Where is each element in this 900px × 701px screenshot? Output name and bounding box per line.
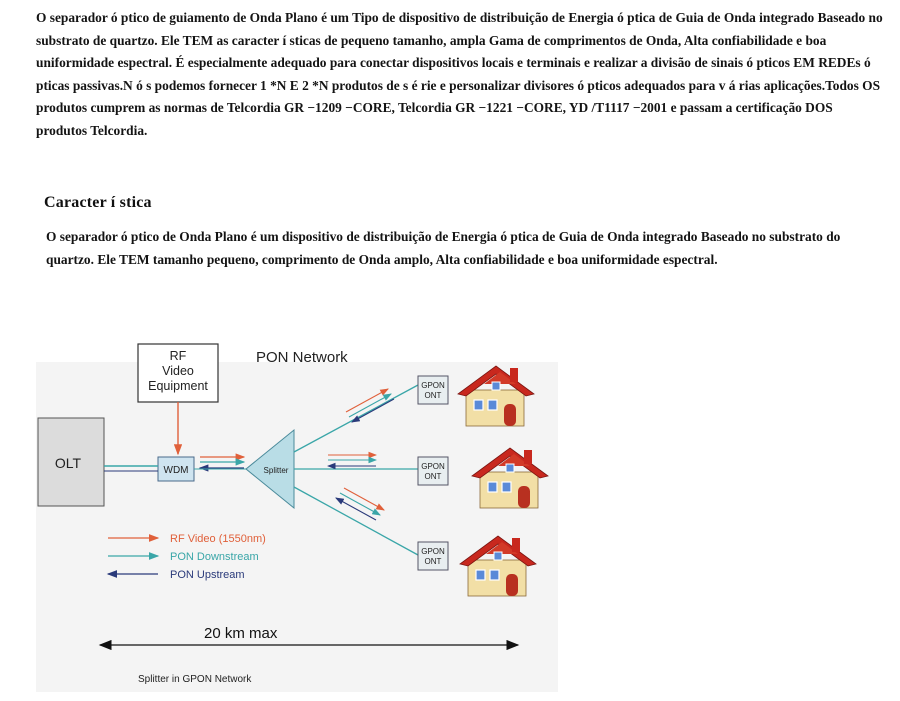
house-icon	[457, 365, 535, 427]
svg-text:GPON: GPON	[421, 381, 445, 390]
pon-network-diagram: PON Network RF Video Equipment OLT WDM S…	[36, 342, 558, 692]
olt-box: OLT	[37, 417, 105, 507]
svg-text:GPON: GPON	[421, 547, 445, 556]
svg-text:GPON: GPON	[421, 462, 445, 471]
ont-box-3: GPON ONT	[417, 541, 449, 571]
ont-box-2: GPON ONT	[417, 456, 449, 486]
distance-label: 20 km max	[204, 625, 278, 642]
svg-text:Equipment: Equipment	[148, 379, 208, 393]
svg-text:ONT: ONT	[425, 391, 442, 400]
feature-paragraph: O separador ó ptico de Onda Plano é um d…	[46, 229, 841, 267]
house-icon	[471, 447, 549, 509]
section-heading: Caracter í stica	[44, 194, 152, 211]
legend-rf-video: RF Video (1550nm)	[170, 533, 266, 545]
intro-paragraph: O separador ó ptico de guiamento de Onda…	[36, 10, 883, 138]
rf-video-equipment: RF Video Equipment	[137, 343, 219, 403]
svg-text:OLT: OLT	[55, 455, 82, 471]
ont-box-1: GPON ONT	[417, 375, 449, 405]
wdm-box: WDM	[157, 456, 195, 482]
svg-text:Splitter: Splitter	[264, 466, 289, 475]
house-icon	[459, 535, 537, 597]
svg-text:Video: Video	[162, 364, 194, 378]
legend-pon-downstream: PON Downstream	[170, 551, 259, 563]
legend: RF Video (1550nm) PON Downstream PON Ups…	[106, 533, 266, 581]
svg-text:ONT: ONT	[425, 472, 442, 481]
diagram-title: PON Network	[256, 349, 348, 366]
svg-text:RF: RF	[170, 349, 187, 363]
diagram-caption: Splitter in GPON Network	[138, 674, 252, 685]
svg-text:WDM: WDM	[164, 465, 189, 476]
legend-pon-upstream: PON Upstream	[170, 569, 245, 581]
svg-text:ONT: ONT	[425, 557, 442, 566]
